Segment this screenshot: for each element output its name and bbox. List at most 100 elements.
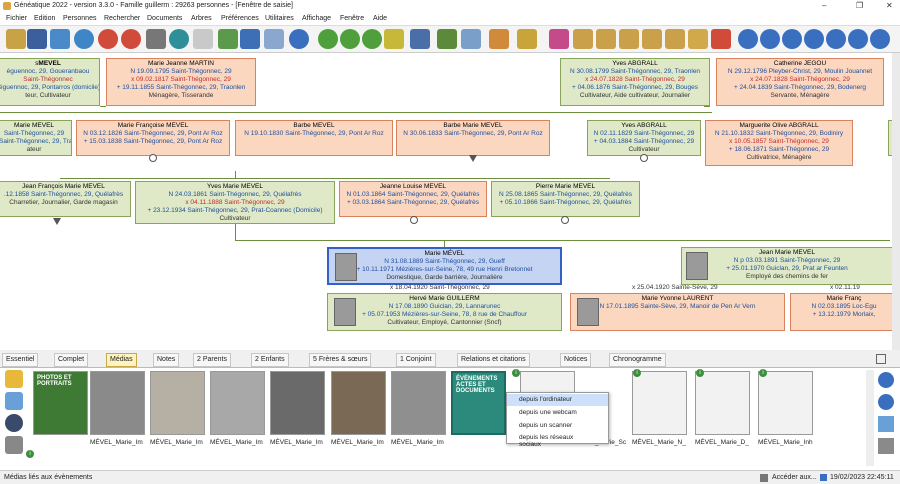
zoom-in-icon[interactable] [804,29,824,49]
grid-icon[interactable] [264,29,284,49]
tab-essentiel[interactable]: Essentiel [2,353,39,367]
menu-preferences[interactable]: Préférences [221,15,259,22]
tab-parents[interactable]: 2 Parents [193,353,231,367]
undo-icon[interactable] [98,29,118,49]
tree-scrollbar[interactable] [892,53,900,350]
zoom-out-icon[interactable] [878,394,894,410]
media-thumbnail-10[interactable] [758,371,813,435]
maximize-button[interactable]: ❐ [856,1,864,10]
zoom-page-icon[interactable] [782,29,802,49]
view-2-icon[interactable] [340,29,360,49]
menu-item-from-scanner[interactable]: depuis un scanner [519,422,573,429]
export-icon[interactable] [218,29,238,49]
minimize-button[interactable]: – [822,1,827,10]
media-thumbnail-4[interactable] [270,371,325,435]
zoom-all-icon[interactable] [870,29,890,49]
tab-medias[interactable]: Médias [106,353,137,367]
view-1-icon[interactable] [318,29,338,49]
help-icon[interactable] [289,29,309,49]
popout-icon[interactable] [876,354,886,364]
menu-personnes[interactable]: Personnes [63,15,97,22]
print-icon[interactable] [146,29,166,49]
printer-icon[interactable] [410,29,430,49]
link-media-icon[interactable] [5,392,23,410]
person-add-icon[interactable] [665,29,685,49]
tab-notices[interactable]: Notices [560,353,592,367]
chart-icon[interactable] [461,29,481,49]
media-thumbnail-3[interactable] [210,371,265,435]
media-thumbnail-8[interactable] [632,371,687,435]
add-photo-tile[interactable]: PHOTOS ET PORTRAITS [33,371,88,435]
tab-enfants[interactable]: 2 Enfants [251,353,289,367]
menu-utilitaires[interactable]: Utilitaires [265,15,294,22]
person-right-icon[interactable] [642,29,662,49]
menu-arbres[interactable]: Arbres [191,15,212,22]
tree-icon[interactable] [384,29,404,49]
tab-relations-citations[interactable]: Relations et citations [457,353,530,367]
zoom-1-icon[interactable] [738,29,758,49]
menu-fichier[interactable]: Fichier [6,15,28,22]
tab-chronogramme[interactable]: Chronogramme [609,353,666,367]
menu-item-from-computer[interactable]: depuis l'ordinateur [507,394,608,406]
document-icon[interactable] [193,29,213,49]
view-3-icon[interactable] [362,29,382,49]
access-button[interactable]: Accéder aux... [772,474,817,481]
tools-icon[interactable] [169,29,189,49]
person-down-icon[interactable] [596,29,616,49]
media-thumbnail-6[interactable] [391,371,446,435]
zoom-fit-icon[interactable] [760,29,780,49]
zoom-in-icon[interactable] [878,372,894,388]
menu-fenetre[interactable]: Fenêtre [340,15,365,22]
zoom-reset-icon[interactable] [848,29,868,49]
person-plus-icon[interactable] [688,29,708,49]
filter-icon[interactable] [549,29,569,49]
monitor-icon[interactable] [50,29,70,49]
info-icon[interactable]: i [26,450,34,458]
open-icon[interactable] [6,29,26,49]
thumb-icon[interactable] [74,29,94,49]
tab-conjoint[interactable]: 1 Conjoint [396,353,436,367]
location-icon[interactable] [489,29,509,49]
menu-item-from-social-networks[interactable]: depuis les réseaux sociaux [519,434,574,448]
search-person-icon[interactable] [437,29,457,49]
pedigree-icon[interactable] [517,29,537,49]
tab-freres-soeurs[interactable]: 5 Frères & sœurs [309,353,372,367]
menu-affichage[interactable]: Affichage [302,15,332,22]
redo-icon[interactable] [121,29,141,49]
close-button[interactable]: ✕ [886,1,893,10]
list-icon[interactable] [240,29,260,49]
tab-complet[interactable]: Complet [54,353,89,367]
tab-notes[interactable]: Notes [153,353,180,367]
menu-documents[interactable]: Documents [147,15,183,22]
person-card-jean-francois-marie-mevel[interactable]: Jean François Marie MEVEL.12.1858 Saint-… [0,181,131,217]
zoom-out-icon[interactable] [826,29,846,49]
media-thumbnail-9[interactable] [695,371,750,435]
next-arrow-icon[interactable] [878,416,894,432]
menu-rechercher[interactable]: Rechercher [104,15,141,22]
menu-item-from-webcam[interactable]: depuis une webcam [519,409,577,416]
person-left-icon[interactable] [619,29,639,49]
media-thumbnail-2[interactable] [150,371,205,435]
save-icon[interactable] [27,29,47,49]
person-up-icon[interactable] [573,29,593,49]
person-delete-icon[interactable] [711,29,731,49]
media-thumbnail-5[interactable] [331,371,386,435]
view-media-icon[interactable] [5,414,23,432]
media-scrollbar[interactable] [866,370,874,466]
